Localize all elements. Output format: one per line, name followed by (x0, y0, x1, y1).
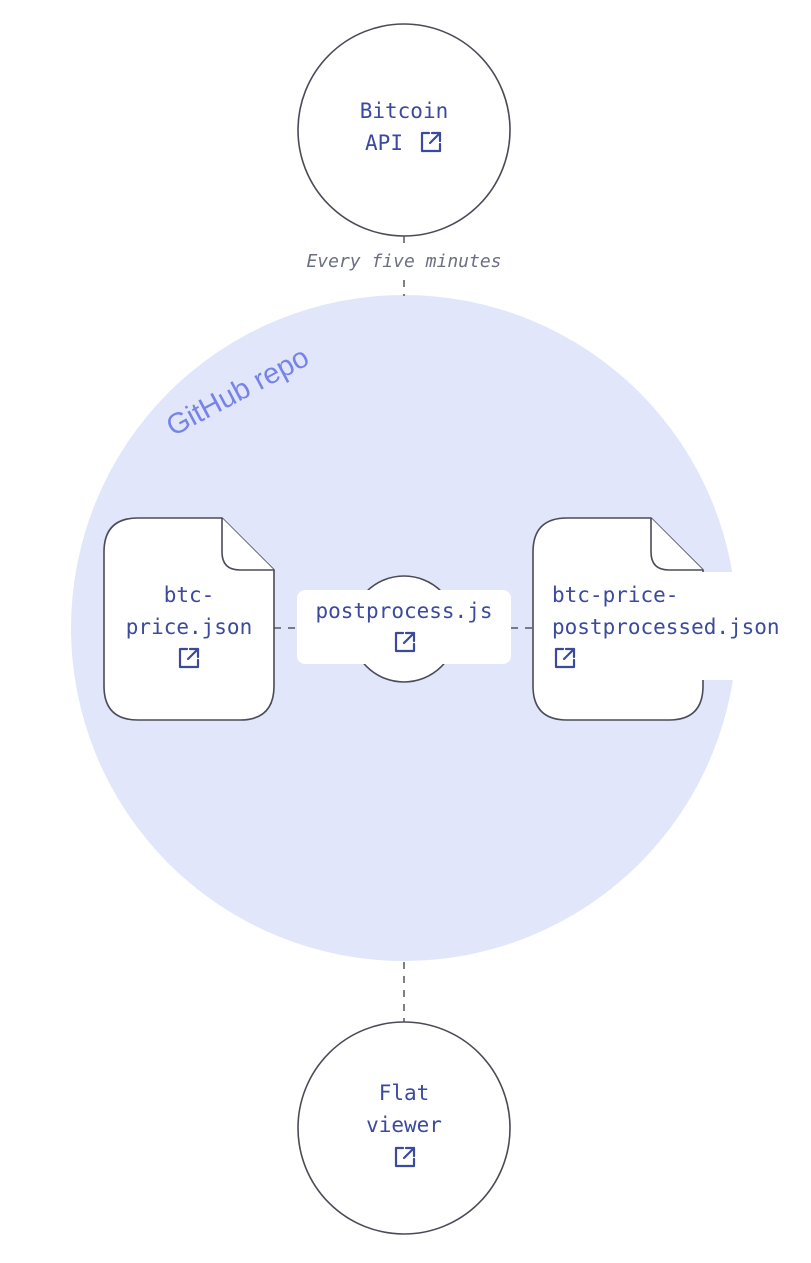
postprocess-js-label: postprocess.js (315, 599, 492, 623)
btc-price-postprocessed-label-line2: postprocessed.json (552, 615, 780, 639)
schedule-label: Every five minutes (306, 251, 501, 272)
btc-price-json-fold (221, 518, 274, 571)
btc-price-json-file[interactable]: btc- price.json (103, 517, 275, 721)
bitcoin-api-node[interactable]: Bitcoin API (297, 23, 511, 237)
btc-price-json-label-line2: price.json (126, 615, 252, 639)
flat-viewer-node[interactable]: Flat viewer (297, 1021, 511, 1235)
btc-price-postprocessed-fold (650, 518, 703, 571)
btc-price-postprocessed-label-box (548, 572, 810, 680)
postprocess-js-node[interactable]: postprocess.js (297, 575, 511, 683)
btc-price-postprocessed-json-file[interactable]: btc-price- postprocessed.json (532, 517, 810, 721)
flat-viewer-label-line2: viewer (366, 1113, 442, 1137)
btc-price-json-label-line1: btc- (164, 583, 215, 607)
flat-viewer-label-line1: Flat (379, 1081, 430, 1105)
bitcoin-api-label-line2: API (365, 131, 403, 155)
bitcoin-api-circle (297, 23, 511, 237)
bitcoin-api-label-line1: Bitcoin (360, 99, 449, 123)
btc-price-postprocessed-label-line1: btc-price- (552, 583, 678, 607)
postprocess-js-label-box (297, 590, 511, 664)
flat-viewer-circle (297, 1021, 511, 1235)
